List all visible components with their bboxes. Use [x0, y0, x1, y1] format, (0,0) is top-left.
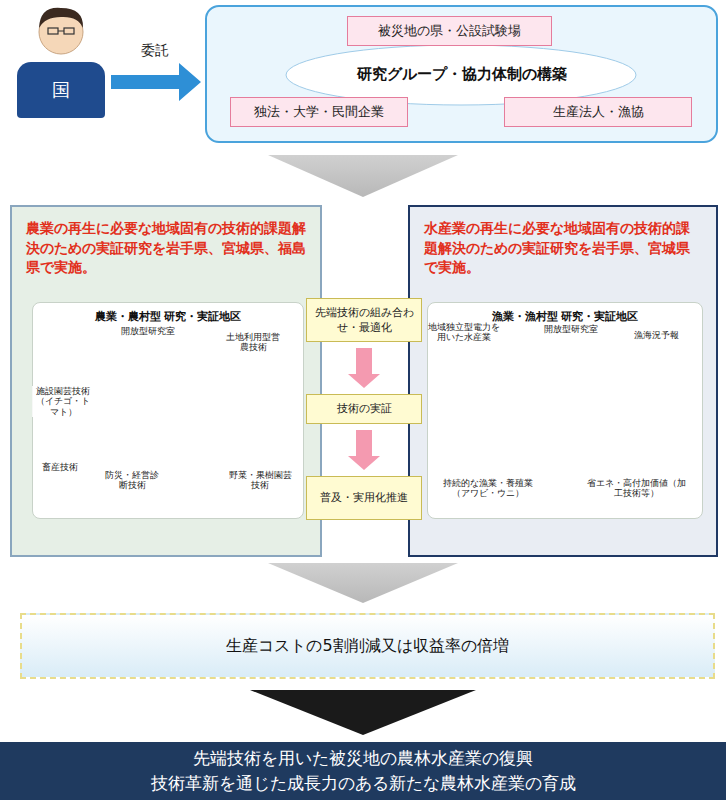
node-text: 生産コストの5割削減又は収益率の倍増	[26, 635, 709, 657]
goal-band: 先端技術を用いた被災地の農林水産業の復興技術革新を通じた成長力のある新たな農林水…	[0, 742, 726, 800]
part-label: 畜産技術	[36, 462, 84, 472]
process-box: 独法・大学・民間企業	[230, 97, 408, 127]
node-text: 普及・実用化推進	[309, 490, 419, 505]
part-label: 土地利用型営農技術	[222, 332, 284, 353]
part-label: 野菜・果樹園芸技術	[226, 470, 294, 491]
part-label: 開放型研究室	[540, 324, 602, 334]
process-box: 水産業の再生に必要な地域固有の技術的課題解決のための実証研究を岩手県、宮城県で実…	[408, 205, 718, 557]
process-box: 先端技術の組み合わせ・最適化	[306, 298, 422, 342]
part-label: 持続的な漁業・養殖業（アワビ・ウニ）	[436, 478, 540, 499]
part-label: 施設園芸技術（イチゴ・トマト）	[32, 386, 94, 417]
node-text: 水産業の再生に必要な地域固有の技術的課題解決のための実証研究を岩手県、宮城県で実…	[424, 219, 702, 278]
part-label: 地域独立型電力を用いた水産業	[428, 322, 500, 343]
node-text: 農業の再生に必要な地域固有の技術的課題解決のための実証研究を岩手県、宮城県、福島…	[26, 219, 306, 278]
flow-arrow	[348, 430, 380, 470]
process-box: 被災地の県・公設試験場	[347, 16, 552, 46]
process-box: 生産法人・漁協	[504, 97, 692, 127]
edge-label: 委託	[105, 42, 205, 58]
part-label: 漁海況予報	[626, 330, 686, 340]
process-box: 農業の再生に必要な地域固有の技術的課題解決のための実証研究を岩手県、宮城県、福島…	[10, 205, 322, 557]
flow-arrow	[111, 63, 201, 101]
node-text: 国	[21, 77, 101, 102]
node-text: 生産法人・漁協	[509, 103, 687, 121]
flow-chevron	[250, 690, 476, 735]
node-text: 先端技術を用いた被災地の農林水産業の復興	[6, 746, 720, 771]
flow-arrow	[348, 348, 380, 388]
part-label: 開放型研究室	[118, 326, 178, 336]
node-text: 技術革新を通じた成長力のある新たな農林水産業の育成	[6, 771, 720, 796]
part-label: 省エネ・高付加価値（加工技術等）	[584, 478, 688, 499]
node-text: 先端技術の組み合わせ・最適化	[309, 305, 419, 336]
part-label: 防災・経営診断技術	[104, 470, 160, 491]
flow-chevron	[268, 563, 458, 603]
node-text: 独法・大学・民間企業	[235, 103, 403, 121]
group-box: 研究グループ・協力体制の構築 被災地の県・公設試験場独法・大学・民間企業 生産法人・…	[205, 5, 718, 143]
actor-box: 国	[17, 62, 105, 118]
target-band: 生産コストの5割削減又は収益率の倍増	[20, 613, 715, 679]
process-box: 普及・実用化推進	[306, 476, 422, 520]
person-icon	[39, 8, 83, 70]
node-text: 被災地の県・公設試験場	[352, 22, 547, 40]
panel-title: 農業・農村型 研究・実証地区	[37, 309, 299, 324]
flow-chevron	[268, 155, 458, 197]
node-text: 研究グループ・協力体制の構築	[211, 64, 712, 85]
node-text: 技術の実証	[309, 401, 419, 416]
process-box: 技術の実証	[306, 394, 422, 424]
